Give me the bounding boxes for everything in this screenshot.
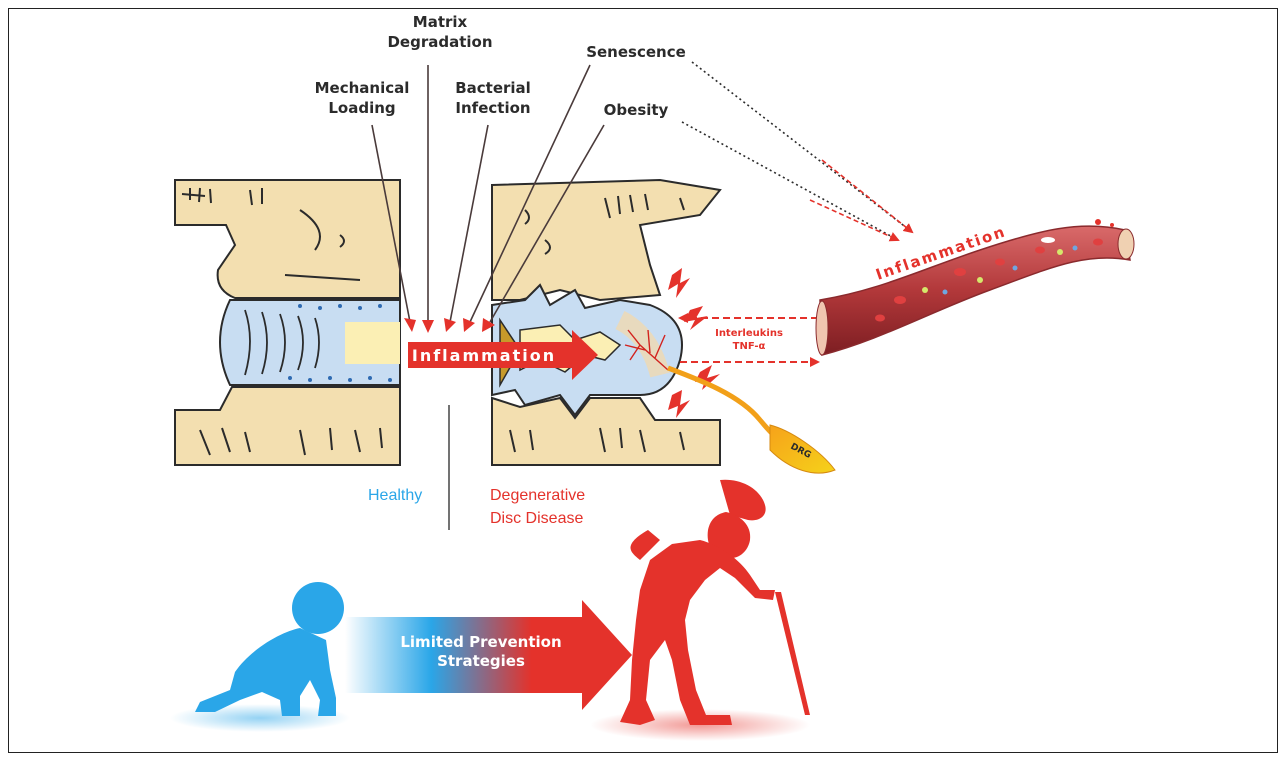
factor-matrix-line1: Matrix: [413, 13, 468, 31]
healthy-label: Healthy: [368, 487, 422, 504]
dotted-connectors: [682, 62, 912, 240]
cytokine-tnf-alpha: TNF-α: [733, 341, 766, 352]
factor-senescence: Senescence: [586, 43, 686, 61]
cytokine-interleukins: Interleukins: [715, 328, 783, 339]
healthy-spine-illustration: [175, 180, 400, 465]
healthy-upper-vertebra: [175, 180, 400, 298]
factor-mechanical-line2: Loading: [328, 99, 395, 117]
disease-label-line2: Disc Disease: [490, 510, 583, 527]
degenerated-lower-vertebra: [492, 398, 720, 465]
elderly-person-with-cane-icon: [620, 480, 810, 725]
risk-factor-labels: Matrix Degradation Mechanical Loading Ba…: [315, 13, 686, 119]
cytokine-arrows: [680, 318, 818, 362]
central-inflammation-label: Inflammation: [412, 346, 556, 365]
factor-matrix-line2: Degradation: [387, 33, 492, 51]
factor-obesity: Obesity: [604, 101, 669, 119]
factor-mechanical-line1: Mechanical: [315, 79, 410, 97]
disease-label-line1: Degenerative: [490, 487, 585, 504]
degenerated-spine-illustration: [492, 180, 720, 465]
factor-bacterial-line1: Bacterial: [455, 79, 531, 97]
prevention-label-line2: Strategies: [437, 652, 525, 670]
prevention-label-line1: Limited Prevention: [400, 633, 561, 651]
healthy-nucleus: [345, 322, 400, 364]
factor-bacterial-line2: Infection: [455, 99, 530, 117]
crawling-baby-icon: [195, 582, 344, 716]
